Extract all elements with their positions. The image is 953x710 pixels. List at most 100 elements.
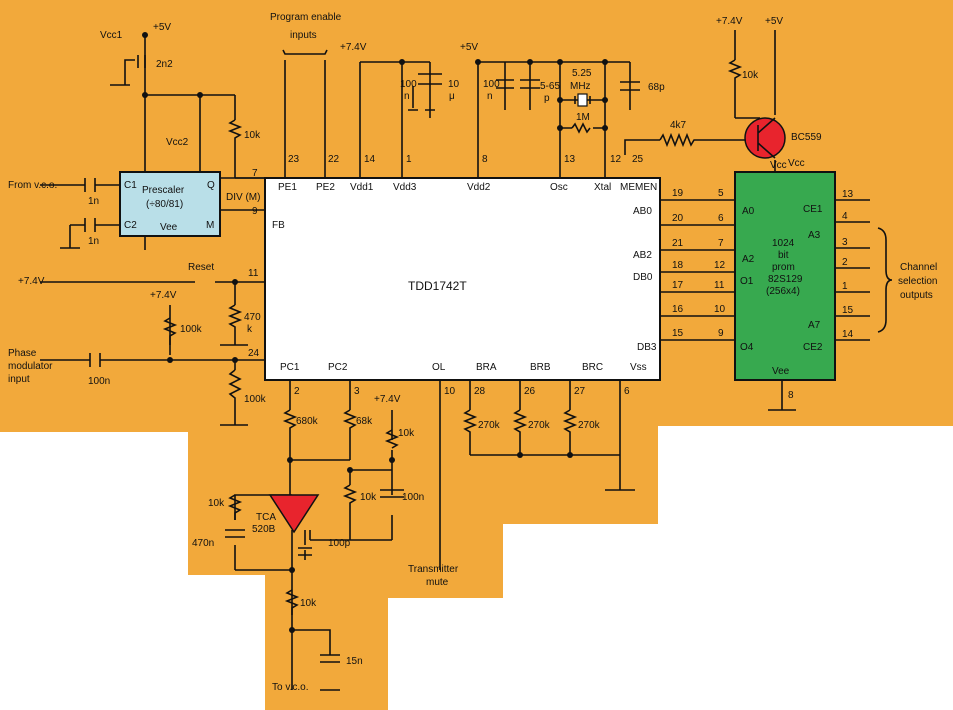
res-10k-tr-label: 10k (742, 70, 759, 81)
res-270k-b-label: 270k (528, 420, 551, 431)
cap-100p-label: 100p (328, 538, 351, 549)
bc559-transistor (744, 117, 786, 159)
pin-24: 24 (248, 348, 260, 359)
prescaler-c2: C2 (124, 220, 137, 231)
res-470k-label: 470 (244, 312, 261, 323)
prom-o1: O1 (740, 276, 754, 287)
plus74-label-b: +7.4V (716, 16, 743, 27)
cap-5-65b-label: p (544, 93, 550, 104)
cap-5-65-label: 5-65 (540, 81, 560, 92)
phase-label-1: Phase (8, 348, 37, 359)
prom-line-1: 1024 (772, 238, 795, 249)
capacitors (84, 55, 404, 663)
pin-1: 1 (406, 154, 412, 165)
prom-a0: A0 (742, 206, 755, 217)
chip-pc1: PC1 (280, 362, 300, 373)
vcc-tr-label: Vcc (788, 158, 805, 169)
tca520b-opamp (268, 494, 320, 534)
pin-10: 10 (444, 386, 456, 397)
res-680k-label: 680k (296, 416, 319, 427)
chip-memen: MEMEN (620, 182, 657, 193)
pin-11: 11 (248, 268, 259, 279)
pin-9: 9 (252, 206, 258, 217)
cap-68p-label: 68p (648, 82, 665, 93)
prom-line-4: 82S129 (768, 274, 803, 285)
prescaler-m: M (206, 220, 214, 231)
res-10k-pre-label: 10k (244, 130, 261, 141)
prescaler-vee: Vee (160, 222, 178, 233)
cap-10u-label: 10 (448, 79, 460, 90)
program-enable-label: Program enable (270, 12, 342, 23)
pin-25: 25 (632, 154, 644, 165)
chip-ab0: AB0 (633, 206, 652, 217)
wire-7: 7 (718, 238, 724, 249)
prom-output-pin: 4 (842, 211, 848, 222)
chip-fb: FB (272, 220, 285, 231)
prom-line-3: prom (772, 262, 795, 273)
prescaler-c1: C1 (124, 180, 137, 191)
res-10k-c-label: 10k (300, 598, 317, 609)
cap-15n-label: 15n (346, 656, 363, 667)
crystal (577, 93, 588, 107)
transistor-leads (757, 117, 776, 159)
pin-8: 8 (482, 154, 488, 165)
prom-line-2: bit (778, 250, 789, 261)
cap-1n-a-label: 1n (88, 196, 99, 207)
wire-11: 11 (714, 280, 725, 291)
mute-label-2: mute (426, 577, 449, 588)
chip-vdd2: Vdd2 (467, 182, 491, 193)
wire-5: 5 (718, 188, 724, 199)
chip-brb: BRB (530, 362, 551, 373)
channel-label-3: outputs (900, 290, 933, 301)
res-10k-a-label: 10k (398, 428, 415, 439)
prom-output-pin: 14 (842, 329, 854, 340)
pin-18: 18 (672, 260, 684, 271)
plus5-label-b: +5V (460, 42, 478, 53)
prescaler-block (119, 171, 221, 237)
vcc2-label: Vcc2 (166, 137, 189, 148)
prom-pin-8: 8 (788, 390, 794, 401)
prom-output-pin: 13 (842, 189, 854, 200)
pin-28: 28 (474, 386, 486, 397)
cap-100n-a2-label: n (404, 91, 410, 102)
transistor-label: BC559 (791, 132, 822, 143)
res-10k-b-label: 10k (360, 492, 377, 503)
chip-vss: Vss (630, 362, 647, 373)
channel-label-1: Channel (900, 262, 937, 273)
plus5-label-a: +5V (153, 22, 171, 33)
chip-xtal: Xtal (594, 182, 611, 193)
plus74-label-a: +7.4V (340, 42, 367, 53)
cap-100n-b2-label: n (487, 91, 493, 102)
prom-output-pin: 3 (842, 237, 848, 248)
wire-6: 6 (718, 213, 724, 224)
prescaler-ratio: (÷80/81) (146, 199, 183, 210)
vcc1-label: Vcc1 (100, 30, 123, 41)
prom-output-pin: 1 (842, 281, 848, 292)
pin-23: 23 (288, 154, 300, 165)
opamp-label-1: TCA (256, 512, 276, 523)
pin-7: 7 (252, 168, 258, 179)
chip-name: TDD1742T (408, 279, 467, 293)
chip-bra: BRA (476, 362, 497, 373)
pin-19: 19 (672, 188, 684, 199)
pin-13: 13 (564, 154, 576, 165)
chip-ol: OL (432, 362, 446, 373)
chip-vdd3: Vdd3 (393, 182, 417, 193)
pin-26: 26 (524, 386, 536, 397)
res-4k7-label: 4k7 (670, 120, 687, 131)
res-100k-b-label: 100k (244, 394, 267, 405)
xtal-mhz-label: MHz (570, 81, 591, 92)
res-68k-label: 68k (356, 416, 373, 427)
wire-10: 10 (714, 304, 726, 315)
left-plus74-label: +7.4V (150, 290, 177, 301)
pin-17: 17 (672, 280, 684, 291)
cap-1n-b-label: 1n (88, 236, 99, 247)
prom-vee: Vee (772, 366, 790, 377)
res-270k-a-label: 270k (478, 420, 501, 431)
channel-label-2: selection (898, 276, 937, 287)
pin-6: 6 (624, 386, 630, 397)
pin-16: 16 (672, 304, 684, 315)
prom-chip (734, 171, 836, 381)
res-100k-a-label: 100k (180, 324, 203, 335)
